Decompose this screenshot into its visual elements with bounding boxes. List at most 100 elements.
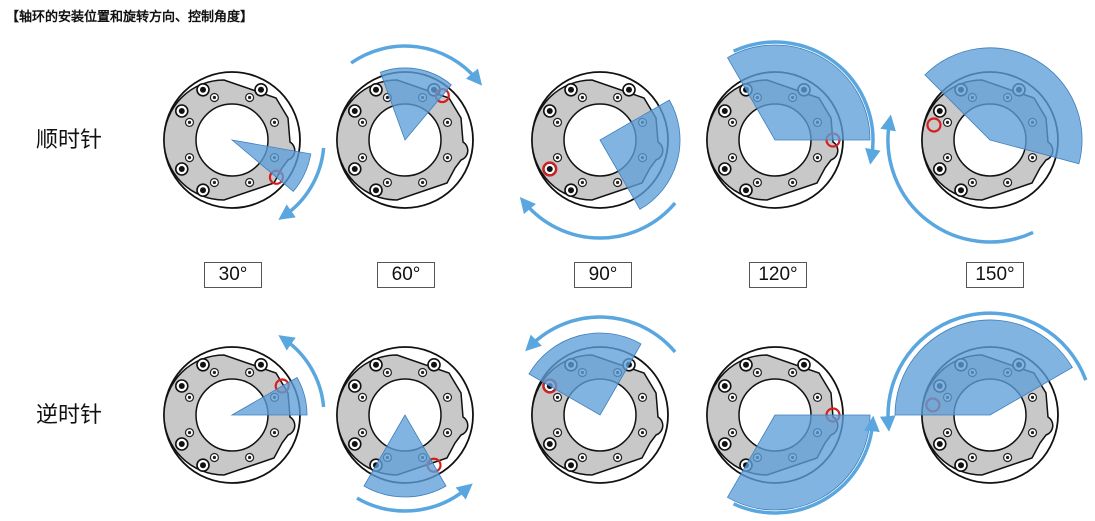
bolt-hole-center bbox=[730, 120, 735, 124]
bolt-hole-center bbox=[945, 120, 950, 124]
bolt-hole-center bbox=[936, 166, 943, 172]
bolt-hole-center bbox=[945, 156, 950, 160]
rotation-unit bbox=[163, 71, 326, 220]
bolt-hole-center bbox=[555, 395, 560, 399]
bolt-hole-center bbox=[360, 120, 365, 124]
bolt-hole-center bbox=[351, 166, 358, 172]
bolt-hole-center bbox=[445, 431, 450, 435]
bolt-hole-center bbox=[248, 370, 252, 375]
bolt-hole-center bbox=[360, 156, 365, 160]
bolt-hole-center bbox=[801, 361, 807, 368]
bolt-hole-center bbox=[791, 180, 795, 185]
bolt-hole-center bbox=[385, 180, 389, 185]
bolt-hole-center bbox=[258, 86, 264, 93]
bolt-hole-center bbox=[351, 383, 358, 389]
angle-label-30: 30° bbox=[204, 262, 262, 288]
angle-label-90: 90° bbox=[574, 262, 632, 288]
bolt-hole-center bbox=[178, 383, 185, 389]
bolt-hole-center bbox=[200, 86, 206, 93]
bolt-hole-center bbox=[730, 156, 735, 160]
bolt-hole-center bbox=[187, 395, 192, 399]
bolt-hole-center bbox=[200, 187, 206, 194]
bolt-hole-center bbox=[200, 462, 206, 469]
bolt-hole-center bbox=[755, 180, 759, 185]
bolt-hole-center bbox=[212, 455, 216, 460]
bolt-hole-center bbox=[360, 395, 365, 399]
bolt-hole-center bbox=[815, 395, 820, 399]
bolt-hole-center bbox=[178, 441, 185, 447]
angle-label-150: 150° bbox=[966, 262, 1024, 288]
bolt-hole-center bbox=[546, 108, 553, 114]
position-marker bbox=[926, 117, 942, 133]
bolt-hole-center bbox=[1030, 431, 1035, 435]
bolt-hole-center bbox=[791, 370, 795, 375]
bolt-hole-center bbox=[958, 462, 964, 469]
rotation-arrow bbox=[880, 114, 1034, 244]
bolt-hole-center bbox=[445, 120, 450, 124]
control-angle-sector bbox=[528, 332, 642, 416]
rotation-unit bbox=[880, 47, 1083, 244]
bolt-hole-center bbox=[626, 86, 632, 93]
bolt-hole-center bbox=[373, 361, 379, 368]
control-angle-sector bbox=[726, 44, 871, 141]
bolt-hole-center bbox=[616, 95, 620, 100]
bolt-hole-center bbox=[421, 180, 425, 185]
bolt-hole-center bbox=[730, 395, 735, 399]
bolt-hole-center bbox=[970, 180, 974, 185]
angle-label-60: 60° bbox=[377, 262, 435, 288]
rotation-arrow bbox=[519, 196, 677, 240]
control-angle-sector bbox=[379, 67, 452, 141]
clockwise-label: 顺时针 bbox=[36, 128, 103, 153]
bolt-hole-center bbox=[178, 108, 185, 114]
bolt-hole-center bbox=[248, 180, 252, 185]
bolt-hole-center bbox=[421, 370, 425, 375]
bolt-hole-center bbox=[248, 455, 252, 460]
bolt-hole-center bbox=[815, 156, 820, 160]
control-angle-sector bbox=[894, 319, 1073, 416]
bolt-hole-center bbox=[272, 431, 277, 435]
bolt-hole-center bbox=[945, 431, 950, 435]
bolt-hole-center bbox=[1006, 455, 1010, 460]
bolt-hole-center bbox=[640, 395, 645, 399]
bolt-hole-center bbox=[936, 108, 943, 114]
rotation-unit bbox=[336, 346, 474, 513]
bolt-hole-center bbox=[258, 361, 264, 368]
control-angle-sector bbox=[599, 99, 681, 210]
rotation-unit bbox=[336, 44, 483, 209]
bolt-hole-center bbox=[272, 120, 277, 124]
bolt-hole-center bbox=[351, 108, 358, 114]
control-angle-sector bbox=[230, 376, 308, 416]
rotation-arrow bbox=[350, 44, 483, 86]
bolt-hole-center bbox=[568, 86, 574, 93]
bolt-hole-center bbox=[1006, 180, 1010, 185]
bolt-hole-center bbox=[385, 370, 389, 375]
rotation-unit bbox=[519, 71, 681, 240]
bolt-hole-center bbox=[721, 166, 728, 172]
bolt-hole-center bbox=[187, 431, 192, 435]
rotation-unit bbox=[879, 311, 1088, 484]
bolt-hole-center bbox=[431, 361, 437, 368]
bolt-hole-center bbox=[721, 441, 728, 447]
rotation-arrow bbox=[356, 483, 473, 513]
rotation-unit bbox=[706, 346, 880, 515]
rotation-unit bbox=[706, 40, 881, 209]
bolt-hole-center bbox=[936, 441, 943, 447]
page-title: 【轴环的安装位置和旋转方向、控制角度】 bbox=[6, 10, 254, 25]
bolt-hole-center bbox=[1030, 395, 1035, 399]
bolt-hole-center bbox=[721, 383, 728, 389]
bolt-hole-center bbox=[555, 156, 560, 160]
bolt-hole-center bbox=[555, 431, 560, 435]
bolt-hole-center bbox=[580, 455, 584, 460]
bolt-hole-center bbox=[373, 187, 379, 194]
bolt-hole-center bbox=[580, 180, 584, 185]
bolt-hole-center bbox=[568, 462, 574, 469]
position-marker bbox=[542, 161, 558, 177]
bolt-hole-center bbox=[385, 95, 389, 100]
bolt-hole-center bbox=[568, 187, 574, 194]
rotation-arrow bbox=[525, 315, 677, 354]
bolt-hole-center bbox=[721, 108, 728, 114]
rotation-arrow bbox=[278, 147, 326, 220]
bolt-hole-center bbox=[743, 361, 749, 368]
bolt-hole-center bbox=[616, 180, 620, 185]
